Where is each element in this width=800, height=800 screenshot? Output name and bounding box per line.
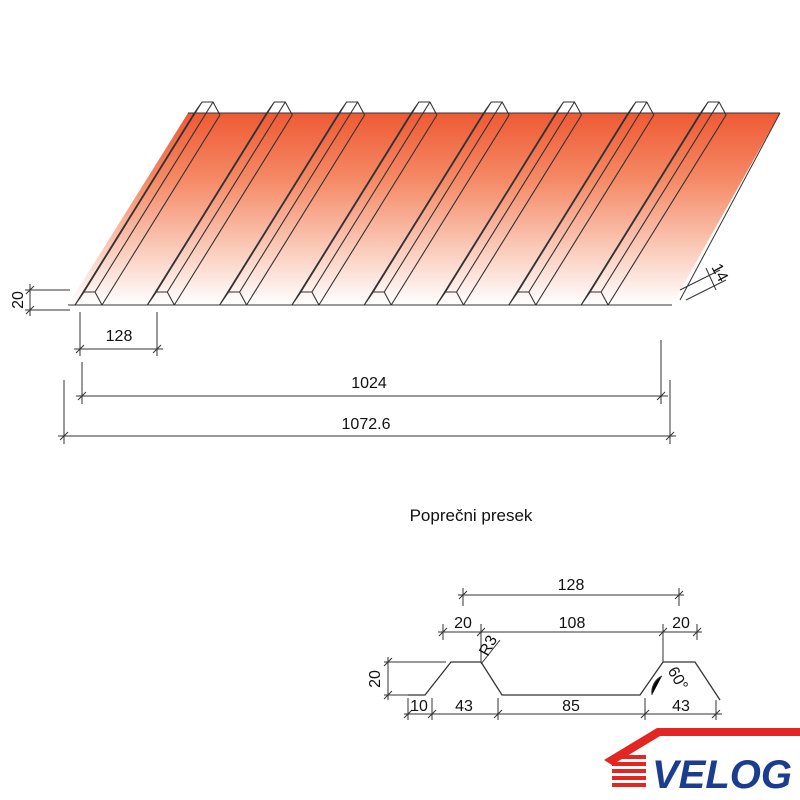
dim-height-label: 20: [10, 291, 27, 309]
section-middle-label: 108: [559, 615, 586, 632]
dim-edge-label: 14: [708, 261, 731, 285]
section-title: Poprečni presek: [410, 506, 533, 525]
section-radius-label: R3: [476, 633, 501, 659]
section-height-label: 20: [367, 670, 384, 688]
sheet-rib: [146, 101, 293, 306]
section-right-gap-label: 20: [672, 615, 690, 632]
sheet-ribs: [68, 101, 727, 306]
dim-total-width-label: 1072.6: [342, 416, 391, 433]
velog-logo: VELOG: [604, 728, 800, 797]
dim-cover-width: [76, 340, 668, 404]
section-angle-label: 60°: [664, 664, 691, 693]
cross-section-profile: [408, 661, 721, 701]
sheet-rib: [508, 101, 655, 306]
dim-rib-pitch-label: 128: [106, 328, 133, 345]
sheet-rib: [74, 101, 221, 306]
sheet-rib: [363, 101, 510, 306]
section-rib-right-label: 43: [672, 698, 690, 715]
dim-cover-width-label: 1024: [351, 375, 387, 392]
logo-text: VELOG: [652, 753, 792, 797]
roof-sheet-perspective: [68, 101, 781, 306]
dim-edge-right: [679, 267, 727, 301]
sheet-rib: [580, 101, 727, 306]
house-icon: [604, 728, 800, 787]
section-left-gap-label: 20: [454, 615, 472, 632]
sheet-rib: [219, 101, 366, 306]
sheet-rib: [436, 101, 582, 306]
sheet-rib: [291, 101, 438, 306]
section-pitch-label: 128: [558, 577, 585, 594]
section-valley-label: 85: [562, 698, 580, 715]
dim-rib-pitch: [74, 312, 163, 356]
sheet-outline-right: [679, 112, 781, 301]
dim-total-width: [58, 380, 676, 444]
section-dimensions: [383, 588, 722, 720]
dim-height-left: [25, 284, 70, 316]
section-lip-label: 10: [410, 698, 428, 715]
section-rib-left-label: 43: [455, 698, 473, 715]
